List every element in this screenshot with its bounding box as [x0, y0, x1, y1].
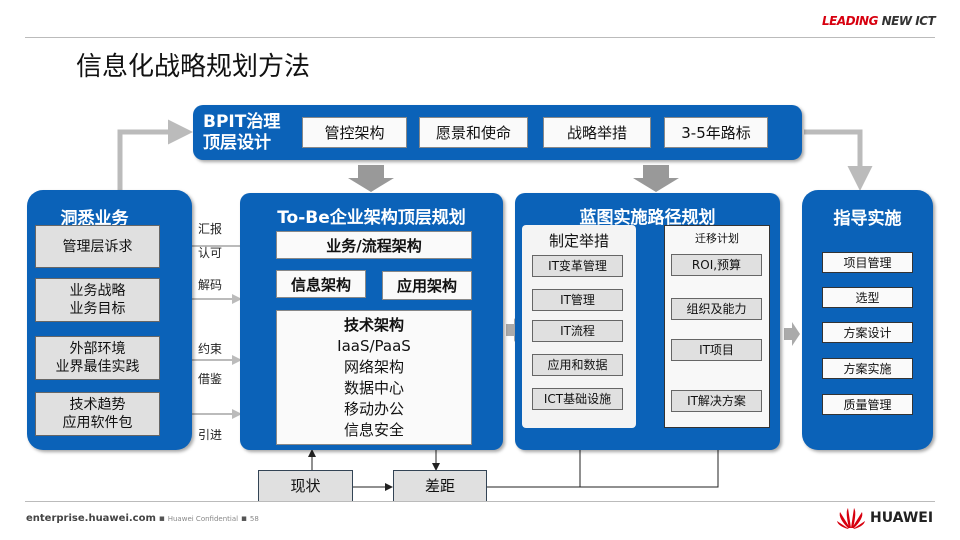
brand-tagline: LEADING NEW ICT [822, 14, 936, 28]
migration-item[interactable]: ROI,预算 [671, 254, 762, 276]
tobe-title: To-Be企业架构顶层规划 [277, 208, 466, 228]
tech-item: IaaS/PaaS [337, 336, 411, 355]
connector-label: 引进 [198, 428, 223, 442]
guide-title: 指导实施 [833, 209, 902, 229]
insight-item-label: 外部环境 [69, 341, 126, 357]
migration-title: 迁移计划 [695, 232, 739, 245]
measure-item[interactable]: 应用和数据 [532, 354, 623, 376]
tech-item: 信息安全 [343, 420, 404, 439]
gap-box[interactable]: 差距 [393, 470, 487, 502]
insight-title: 洞悉业务 [60, 209, 129, 229]
blueprint-title: 蓝图实施路径规划 [579, 208, 716, 228]
migration-item[interactable]: IT项目 [671, 339, 762, 361]
insight-item-label: 业界最佳实践 [55, 359, 140, 375]
insight-item[interactable]: 业务战略业务目标 [35, 278, 160, 322]
feedback-arrow-left [117, 119, 193, 190]
measure-item[interactable]: IT流程 [532, 320, 623, 342]
bpit-item[interactable]: 管控架构 [302, 117, 407, 148]
bpit-item[interactable]: 愿景和使命 [419, 117, 528, 148]
application-architecture[interactable]: 应用架构 [382, 271, 472, 300]
right-arrow-3 [784, 322, 800, 346]
brand-lead: LEADING [822, 14, 878, 28]
feedback-arrow-right [804, 129, 873, 191]
bpit-title-line1: BPIT治理 [203, 112, 281, 132]
footer-site: enterprise.huawei.com [26, 513, 156, 524]
guide-item[interactable]: 质量管理 [822, 394, 913, 415]
guide-item[interactable]: 方案实施 [822, 358, 913, 379]
migration-item[interactable]: IT解决方案 [671, 390, 762, 412]
connector-label: 认可 [198, 246, 223, 260]
connector-label: 借鉴 [198, 372, 223, 386]
connector-label: 解码 [198, 278, 223, 292]
measure-item[interactable]: ICT基础设施 [532, 388, 623, 410]
current-state-box[interactable]: 现状 [258, 470, 353, 502]
insight-item[interactable]: 管理层诉求 [35, 225, 160, 268]
insight-item-label: 应用软件包 [62, 415, 133, 431]
measures-title: 制定举措 [548, 232, 609, 250]
business-architecture[interactable]: 业务/流程架构 [276, 231, 472, 259]
huawei-wordmark: HUAWEI [870, 510, 934, 526]
insight-item-label: 管理层诉求 [62, 238, 133, 255]
page-title: 信息化战略规划方法 [76, 52, 311, 82]
bpit-item[interactable]: 战略举措 [543, 117, 651, 148]
footer-text: enterprise.huawei.com ▪ Huawei Confident… [26, 513, 259, 524]
huawei-petal-icon [837, 508, 865, 529]
tech-item: 网络架构 [343, 357, 404, 376]
insight-item-label: 技术趋势 [69, 397, 126, 413]
technology-architecture[interactable]: 技术架构 IaaS/PaaS 网络架构 数据中心 移动办公 信息安全 [276, 310, 472, 445]
connector-label: 汇报 [198, 222, 223, 236]
tech-item: 移动办公 [343, 399, 404, 418]
insight-item-label: 业务战略 [69, 283, 126, 299]
measure-item[interactable]: IT管理 [532, 289, 623, 311]
insight-item[interactable]: 技术趋势应用软件包 [35, 392, 160, 436]
tech-item: 数据中心 [343, 378, 404, 397]
guide-item[interactable]: 方案设计 [822, 322, 913, 343]
insight-item[interactable]: 外部环境业界最佳实践 [35, 336, 160, 380]
brand-rest: NEW ICT [877, 14, 936, 28]
connector-label: 约束 [198, 342, 223, 356]
migration-item[interactable]: 组织及能力 [671, 298, 762, 320]
guide-item[interactable]: 选型 [822, 287, 913, 308]
tech-title: 技术架构 [343, 315, 404, 334]
footer-confidential: Huawei Confidential [167, 515, 239, 523]
bpit-title-line2: 顶层设计 [203, 133, 271, 153]
measure-item[interactable]: IT变革管理 [532, 255, 623, 277]
header-divider [25, 37, 935, 38]
information-architecture[interactable]: 信息架构 [276, 270, 366, 298]
footer-divider [25, 501, 935, 502]
bpit-item[interactable]: 3-5年路标 [664, 117, 768, 148]
page-number: 58 [249, 515, 259, 523]
huawei-logo: HUAWEI [836, 506, 933, 530]
guide-item[interactable]: 项目管理 [822, 252, 913, 273]
bpit-title: BPIT治理顶层设计 [203, 112, 280, 154]
down-arrow-tobe [348, 165, 394, 192]
insight-item-label: 业务目标 [69, 301, 126, 317]
down-arrow-blueprint [633, 165, 679, 192]
